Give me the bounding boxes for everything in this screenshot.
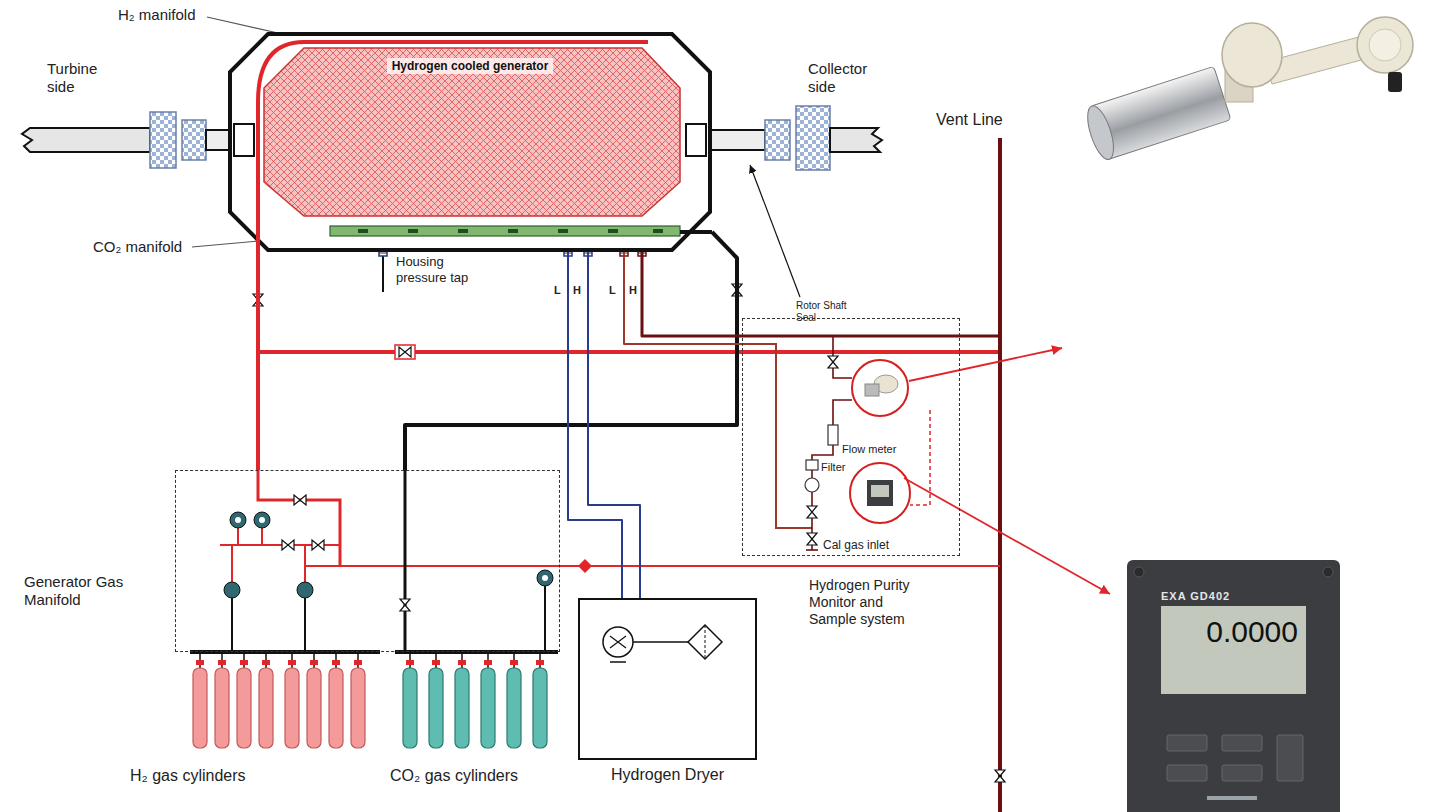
pressure-tap-label: H bbox=[629, 284, 637, 297]
purity-monitor-box: Hydrogen Purity Monitor and Sample syste… bbox=[742, 318, 960, 556]
component-label: Filter bbox=[821, 461, 845, 474]
gas-manifold-box: Generator Gas Manifold bbox=[175, 470, 560, 652]
part-label: H₂ manifold bbox=[118, 6, 196, 24]
component-label: Flow meter bbox=[842, 443, 896, 456]
label-anchor: H bbox=[573, 284, 581, 297]
part-label: Rotor Shaft Seal bbox=[796, 300, 854, 324]
label-anchor: Rotor Shaft Seal bbox=[796, 300, 854, 324]
part-label: CO₂ manifold bbox=[93, 238, 182, 256]
pressure-tap-label: L bbox=[609, 284, 616, 297]
label-anchor: H bbox=[629, 284, 637, 297]
label-anchor: Flow meter bbox=[842, 443, 896, 456]
pipe-connector bbox=[405, 232, 737, 470]
label-anchor: H₂ manifold bbox=[118, 6, 196, 24]
equipment-caption: CO₂ gas cylinders bbox=[390, 766, 518, 785]
label-anchor: Filter bbox=[821, 461, 845, 474]
pipe-connector bbox=[588, 252, 640, 598]
pipe-connector bbox=[642, 252, 742, 336]
label-anchor: L bbox=[554, 284, 561, 297]
analyzer-display: EXA GD402 0.0000 bbox=[1127, 560, 1340, 812]
label-anchor: CO₂ manifold bbox=[93, 238, 182, 256]
side-label: Turbine side bbox=[47, 60, 109, 96]
device-model: EXA GD402 bbox=[1161, 590, 1306, 602]
pipe-connector bbox=[624, 252, 742, 344]
label-anchor: Housing pressure tap bbox=[396, 254, 478, 285]
group-heading: Generator Gas Manifold bbox=[24, 573, 146, 609]
pipe-connector bbox=[256, 252, 260, 470]
equipment-caption: Hydrogen Dryer bbox=[580, 766, 755, 784]
component-label: Cal gas inlet bbox=[823, 538, 889, 552]
side-label: Collector side bbox=[808, 60, 884, 96]
label-anchor: Vent Line bbox=[936, 110, 1003, 129]
group-heading: Hydrogen Purity Monitor and Sample syste… bbox=[809, 577, 927, 627]
part-label: Housing pressure tap bbox=[396, 254, 478, 285]
generator-housing: Hydrogen cooled generator bbox=[228, 32, 712, 252]
label-anchor: Turbine side bbox=[47, 60, 109, 96]
pressure-tap-label: L bbox=[554, 284, 561, 297]
line-label: Vent Line bbox=[936, 110, 1003, 129]
display-reading: 0.0000 bbox=[1161, 606, 1306, 694]
pressure-tap-label: H bbox=[573, 284, 581, 297]
label-anchor: CO₂ gas cylinders bbox=[390, 766, 518, 785]
label-anchor: Collector side bbox=[808, 60, 884, 96]
generator-title: Hydrogen cooled generator bbox=[387, 58, 554, 74]
label-anchor: Cal gas inlet bbox=[823, 538, 889, 552]
label-anchor: L bbox=[609, 284, 616, 297]
dryer-box: Hydrogen Dryer bbox=[578, 598, 757, 760]
pipe-connector bbox=[568, 252, 622, 598]
label-anchor: H₂ gas cylinders bbox=[130, 766, 246, 785]
equipment-caption: H₂ gas cylinders bbox=[130, 766, 246, 785]
